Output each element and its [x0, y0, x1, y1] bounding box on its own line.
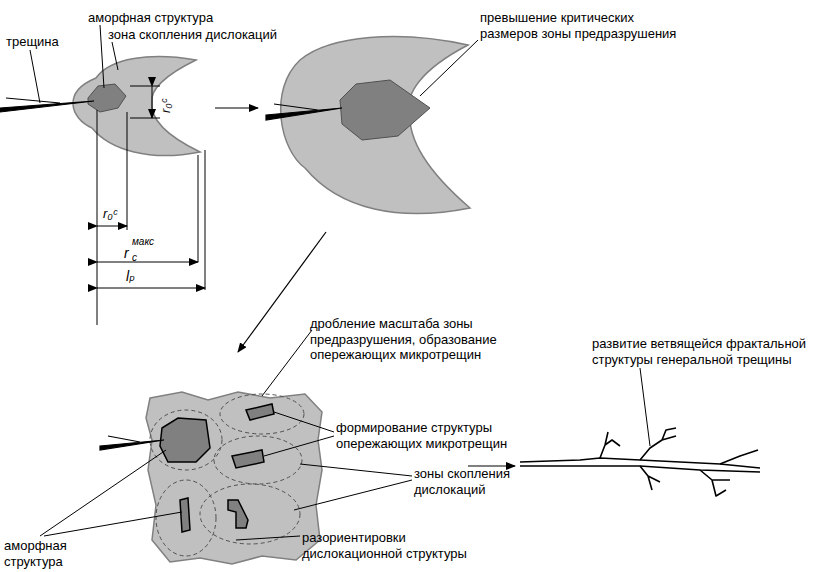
- dimension-lines: [97, 86, 205, 325]
- branching-crack: [520, 428, 760, 496]
- dimension-label: r: [124, 245, 129, 262]
- callout-label: разориентировки дислокационной структуры: [302, 530, 502, 561]
- callout-label: формирование структуры опережающих микро…: [336, 420, 531, 451]
- callout-label: развитие ветвящейся фрактальной структур…: [592, 336, 807, 367]
- part-label: трещина: [6, 34, 59, 50]
- dimension-subscript: c: [132, 252, 137, 264]
- leader-lines: [30, 25, 650, 540]
- part-label: аморфная структура: [88, 10, 213, 26]
- dimension-superscript: макс: [132, 236, 154, 248]
- dimension-label: lₚ: [126, 268, 135, 285]
- prefracture-zone-2: [266, 37, 470, 214]
- callout-label: аморфная структура: [4, 538, 84, 569]
- part-label: зона скопления дислокаций: [108, 27, 277, 43]
- prefracture-zone-1: [0, 57, 200, 156]
- dimension-label: r₀ᶜ: [158, 99, 174, 113]
- fragmented-zone: [100, 392, 322, 564]
- callout-label: превышение критических размеров зоны пре…: [480, 10, 695, 41]
- callout-label: зоны скопления дислокаций: [414, 466, 549, 497]
- callout-label: дробление масштаба зоны предразрушения, …: [310, 316, 580, 363]
- dimension-label: r₀ᶜ: [103, 206, 117, 222]
